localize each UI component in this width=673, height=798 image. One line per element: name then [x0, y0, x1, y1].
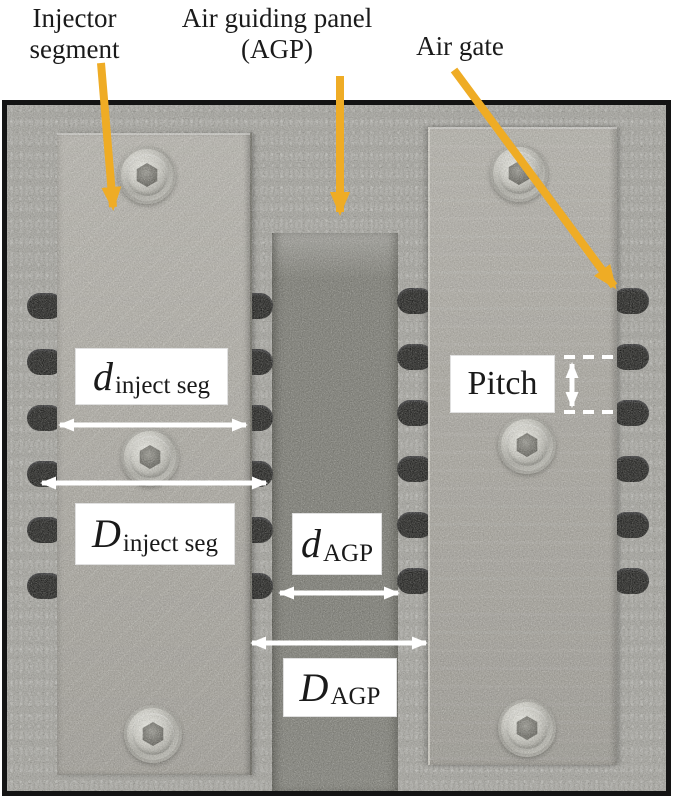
dim-subscript: AGP [322, 539, 373, 567]
air-gate-hole [613, 456, 649, 482]
dim-subscript: inject seg [114, 372, 211, 399]
screw-left-middle [121, 428, 179, 486]
air-gate-hole [613, 512, 649, 538]
callout-label-line: segment [29, 34, 120, 64]
screw-right-middle [498, 416, 556, 474]
screw-left-top [118, 146, 176, 204]
callout-label-line: Air gate [416, 31, 504, 61]
dim-symbol: D [92, 511, 121, 556]
dim-subscript: AGP [330, 683, 381, 710]
callout-label-injector-segment: Injector segment [12, 3, 137, 65]
dim-symbol: d [92, 353, 113, 399]
callout-label-air-guiding-panel: Air guiding panel (AGP) [157, 3, 397, 65]
screw-right-top [490, 144, 548, 202]
callout-label-line: Air guiding panel [181, 3, 373, 33]
air-gate-hole [613, 344, 649, 370]
dim-symbol: d [300, 521, 321, 566]
dim-label-pitch: Pitch [450, 355, 555, 413]
callout-label-line: Injector [32, 3, 117, 33]
air-gate-hole [613, 568, 649, 594]
callout-label-air-gate: Air gate [402, 31, 518, 62]
callout-label-line: (AGP) [241, 34, 313, 64]
air-gate-hole [613, 288, 649, 314]
screw-left-bottom [124, 705, 182, 763]
screw-right-bottom [498, 699, 556, 757]
dim-symbol: D [299, 664, 329, 710]
dim-text: Pitch [467, 365, 538, 402]
dim-subscript: inject seg [122, 529, 218, 557]
air-gate-hole [613, 400, 649, 426]
